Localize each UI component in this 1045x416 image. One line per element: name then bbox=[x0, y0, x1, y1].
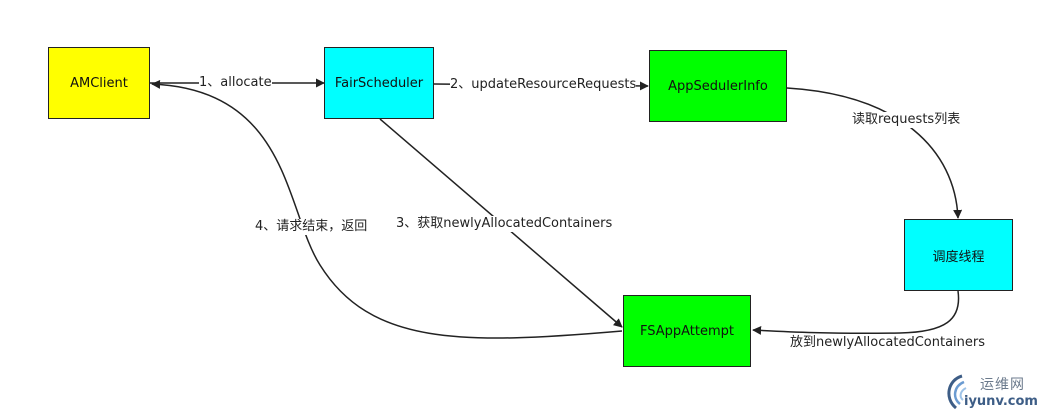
label-update-requests: 2、updateResourceRequests bbox=[450, 77, 637, 93]
label-read-requests: 读取requests列表 bbox=[852, 112, 961, 128]
edge-read-requests bbox=[786, 87, 963, 219]
node-amclient[interactable]: AMClient bbox=[48, 47, 150, 119]
edge-put-containers bbox=[752, 290, 960, 335]
label-get-containers: 3、获取newlyAllocatedContainers bbox=[396, 216, 613, 232]
node-fairscheduler-label: FairScheduler bbox=[334, 75, 424, 91]
label-allocate: 1、allocate bbox=[199, 75, 272, 91]
label-put-containers: 放到newlyAllocatedContainers bbox=[790, 335, 986, 351]
node-dispatch-thread-label: 调度线程 bbox=[932, 249, 985, 265]
node-fsappattempt-label: FSAppAttempt bbox=[639, 323, 734, 339]
node-fsappattempt[interactable]: FSAppAttempt bbox=[623, 295, 751, 367]
edge-request-end bbox=[151, 79, 623, 339]
label-request-end: 4、请求结束，返回 bbox=[255, 219, 368, 235]
watermark-en: iyunv.com bbox=[964, 394, 1038, 409]
watermark: 运维网 iyunv.com bbox=[942, 372, 1042, 412]
node-amclient-label: AMClient bbox=[70, 75, 128, 91]
node-dispatch-thread[interactable]: 调度线程 bbox=[904, 219, 1013, 291]
node-fairscheduler[interactable]: FairScheduler bbox=[324, 47, 434, 119]
node-appsedulerinfo-label: AppSedulerInfo bbox=[668, 78, 768, 94]
node-appsedulerinfo[interactable]: AppSedulerInfo bbox=[649, 50, 787, 122]
watermark-logo-icon bbox=[947, 374, 967, 410]
watermark-cn: 运维网 bbox=[980, 377, 1025, 393]
